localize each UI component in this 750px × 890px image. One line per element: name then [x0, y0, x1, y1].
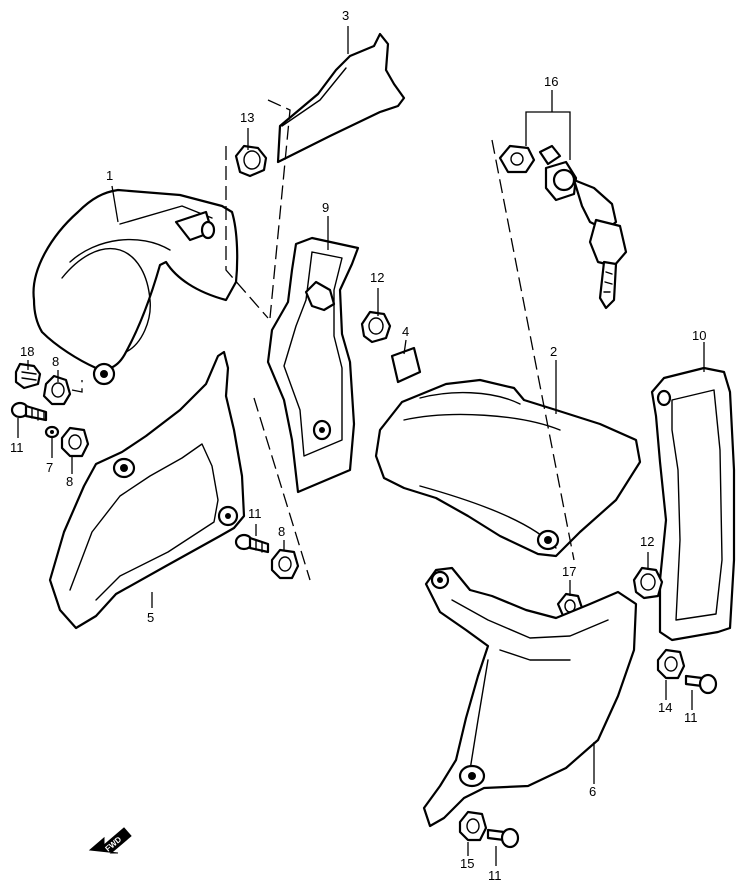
callout-15: 15: [460, 856, 474, 871]
callout-6: 6: [589, 784, 596, 799]
part-12-grommet-upper: [360, 310, 392, 344]
callout-10: 10: [692, 328, 706, 343]
part-1-frame-cover: [32, 188, 239, 386]
part-9-frame-bracket: [266, 236, 360, 494]
part-2-frame-cover: [374, 378, 642, 558]
callout-11-right: 11: [684, 710, 698, 725]
callout-11-left: 11: [10, 440, 24, 455]
callout-8-center: 8: [278, 524, 285, 539]
callout-11-bottom: 11: [488, 868, 502, 883]
part-4-pad: [390, 346, 422, 384]
callout-14: 14: [658, 700, 672, 715]
callout-labels: 1 2 3 4 5 6 7 8 8 8 9 10 11 11 11 11 12 …: [10, 8, 706, 883]
part-10-bracket: [650, 366, 736, 642]
callout-13: 13: [240, 110, 254, 125]
callout-3: 3: [342, 8, 349, 23]
callout-11-center: 11: [248, 506, 262, 521]
callout-8-mid: 8: [66, 474, 73, 489]
callout-9: 9: [322, 200, 329, 215]
callout-1: 1: [106, 168, 113, 183]
part-7-washer: [44, 425, 60, 439]
part-12-grommet-lower: [632, 566, 664, 600]
part-8-collar-upper: [42, 374, 72, 406]
part-14-collar: [656, 648, 686, 680]
part-15-collar: [458, 810, 488, 842]
callout-12-upper: 12: [370, 270, 384, 285]
fwd-arrow-icon: FWD: [88, 827, 132, 854]
callout-16: 16: [544, 74, 558, 89]
callout-17: 17: [562, 564, 576, 579]
leader-lines: [17, 26, 705, 866]
callout-4: 4: [402, 324, 409, 339]
part-5-side-cover: [48, 350, 246, 630]
part-16-lock-set: [498, 144, 628, 310]
part-18-clip: [14, 362, 42, 390]
part-8-collar-mid: [60, 426, 90, 458]
part-3-bracket: [276, 32, 406, 164]
callout-5: 5: [147, 610, 154, 625]
callout-2: 2: [550, 344, 557, 359]
part-6-side-cover: [422, 566, 638, 828]
callout-8-upper: 8: [52, 354, 59, 369]
part-13-grommet: [234, 144, 268, 178]
alignment-lines: [71, 99, 575, 581]
callout-7: 7: [46, 460, 53, 475]
part-11-bolt-left: [10, 401, 48, 422]
part-11-bolt-bottom: [486, 827, 520, 849]
callout-18: 18: [20, 344, 34, 359]
part-11-bolt-right: [684, 673, 718, 695]
part-8-collar-center: [270, 548, 300, 580]
part-11-bolt-center: [234, 533, 270, 554]
callout-12-lower: 12: [640, 534, 654, 549]
